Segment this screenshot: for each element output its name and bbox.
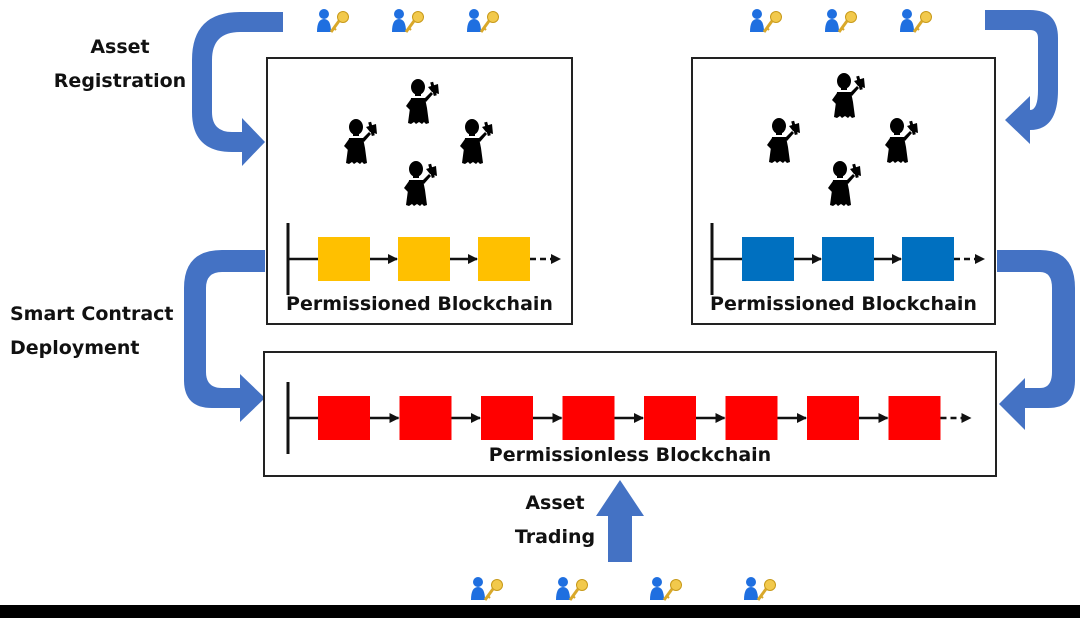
top-right-user-group (748, 7, 933, 34)
block (398, 237, 450, 281)
block (478, 237, 530, 281)
asset-trading-arrow (596, 480, 644, 562)
block (399, 396, 452, 440)
left-panel-title: Permissioned Blockchain (286, 293, 553, 315)
right-panel-title: Permissioned Blockchain (710, 293, 977, 315)
smart-contract-line-2: Deployment (10, 337, 140, 359)
bottom-user-group (469, 575, 777, 602)
user-key-icon (390, 7, 425, 34)
bottom-bar (0, 605, 1080, 618)
asset-registration-arrow (192, 12, 283, 166)
right-registration-arrow (985, 10, 1058, 144)
block (807, 396, 859, 440)
smart-contract-label: Smart Contract Deployment (10, 297, 190, 365)
asset-trading-label: Asset Trading (500, 486, 610, 554)
user-key-icon (742, 575, 777, 602)
asset-trading-line-1: Asset (525, 492, 585, 514)
smart-contract-line-1: Smart Contract (10, 303, 174, 325)
block (902, 237, 954, 281)
right-deployment-arrow (997, 250, 1075, 430)
user-key-icon (554, 575, 589, 602)
block (644, 396, 696, 440)
top-left-user-group (315, 7, 500, 34)
asset-registration-line-1: Asset (90, 36, 150, 58)
permissionless-chain (286, 382, 972, 454)
block (318, 396, 370, 440)
user-key-icon (465, 7, 500, 34)
user-key-icon (648, 575, 683, 602)
block (318, 237, 370, 281)
block (888, 396, 941, 440)
right-chain (710, 223, 985, 295)
user-key-icon (315, 7, 350, 34)
user-key-icon (469, 575, 504, 602)
asset-registration-label: Asset Registration (40, 30, 200, 98)
smart-contract-deployment-arrow (184, 250, 265, 422)
permissionless-panel-title: Permissionless Blockchain (488, 444, 772, 466)
user-key-icon (748, 7, 783, 34)
asset-registration-line-2: Registration (53, 70, 187, 92)
block (742, 237, 794, 281)
block (481, 396, 533, 440)
block (822, 237, 874, 281)
left-chain (286, 223, 561, 295)
block (562, 396, 615, 440)
user-key-icon (823, 7, 858, 34)
asset-trading-line-2: Trading (514, 526, 596, 548)
block (725, 396, 778, 440)
permissionless-panel (263, 351, 997, 477)
user-key-icon (898, 7, 933, 34)
